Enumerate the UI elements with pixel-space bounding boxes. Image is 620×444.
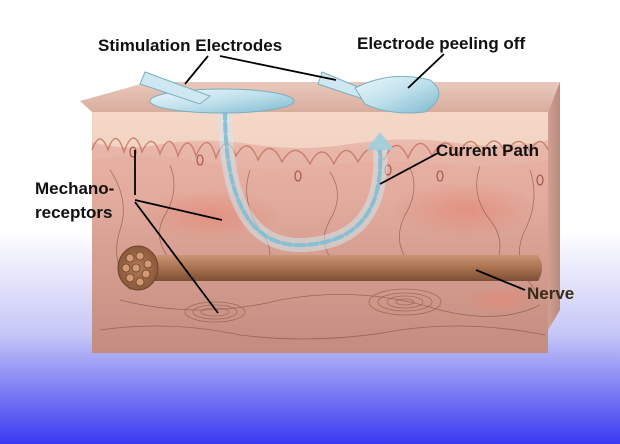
electrode-left (139, 71, 295, 114)
epidermis-layer (92, 112, 548, 148)
label-stimulation-electrodes: Stimulation Electrodes (98, 36, 283, 55)
tissue-highlight-right (390, 182, 540, 238)
current-path (223, 108, 383, 248)
nerve-bundle (140, 255, 542, 281)
leader-lines (134, 53, 526, 314)
current-arrowhead (366, 132, 394, 150)
nerve-fibers (121, 251, 153, 287)
label-nerve: Nerve (527, 284, 575, 303)
label-mechanoreceptors-line1: Mechano- (35, 179, 115, 198)
label-electrode-peeling: Electrode peeling off (357, 34, 526, 53)
dermal-papillae (91, 137, 549, 166)
skin-side-face (548, 82, 560, 330)
label-current-path: Current Path (436, 141, 539, 160)
label-mechanoreceptors-line2: receptors (35, 203, 113, 222)
lamellar-corpuscles (184, 288, 442, 323)
mechanoreceptor-marks (129, 146, 544, 186)
tissue-highlight-deep (460, 286, 540, 314)
